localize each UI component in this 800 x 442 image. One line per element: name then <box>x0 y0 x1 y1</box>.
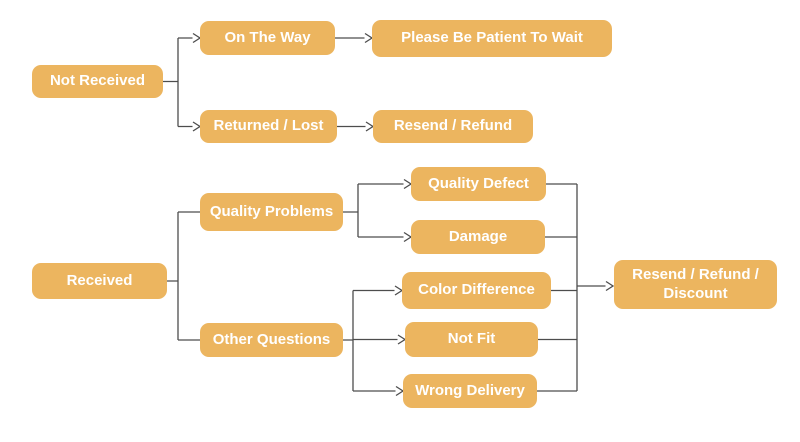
arrowhead-icon <box>395 385 405 397</box>
node-returned-lost: Returned / Lost <box>200 110 337 143</box>
edge-other-questions-branch <box>343 285 407 397</box>
node-damage: Damage <box>411 220 545 254</box>
arrowhead-icon <box>403 178 413 190</box>
arrowhead-icon <box>394 285 404 296</box>
node-resend-refund: Resend / Refund <box>373 110 533 143</box>
edge-on-the-way-to-wait <box>335 32 374 44</box>
arrowhead-icon <box>397 334 407 345</box>
node-quality-defect: Quality Defect <box>411 167 546 201</box>
edge-returned-lost-to-resend <box>337 121 375 132</box>
arrowhead-icon <box>365 121 375 132</box>
arrowhead-icon <box>192 121 202 132</box>
edge-quality-problems-branch <box>343 178 413 243</box>
arrowhead-icon <box>403 231 413 243</box>
edge-not-received-branch <box>163 32 202 132</box>
node-quality-problems: Quality Problems <box>200 193 343 231</box>
edge-received-branch <box>167 211 200 341</box>
arrowhead-icon <box>364 32 374 44</box>
node-resend-refund-discount: Resend / Refund / Discount <box>614 260 777 309</box>
node-color-difference: Color Difference <box>402 272 551 309</box>
node-please-be-patient-to-wait: Please Be Patient To Wait <box>372 20 612 57</box>
node-received: Received <box>32 263 167 299</box>
node-not-fit: Not Fit <box>405 322 538 357</box>
node-on-the-way: On The Way <box>200 21 335 55</box>
arrowhead-icon <box>605 280 615 292</box>
node-not-received: Not Received <box>32 65 163 98</box>
node-other-questions: Other Questions <box>200 323 343 357</box>
edge-merge-to-discount <box>537 183 615 392</box>
arrowhead-icon <box>192 32 202 44</box>
node-wrong-delivery: Wrong Delivery <box>403 374 537 408</box>
